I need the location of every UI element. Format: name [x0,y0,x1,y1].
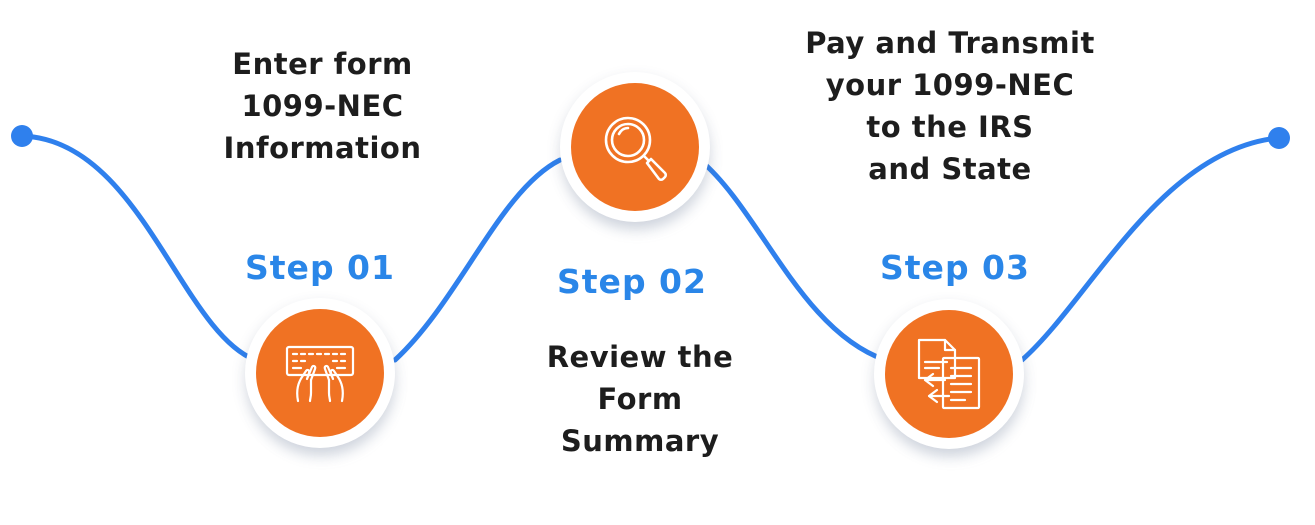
step-1-desc-line: 1099-NEC [241,89,404,123]
step-2-node [560,72,712,232]
step-3-desc-line: Pay and Transmit [805,26,1095,60]
step-3-node [874,299,1026,459]
node-disc [571,83,699,211]
step-3-desc-line: your 1099-NEC [825,68,1075,102]
step-2-label: Step 02 [557,262,707,301]
start-dot [11,125,33,147]
step-1-label: Step 01 [245,248,395,287]
step-1-description: Enter form 1099-NEC Information [200,43,445,169]
step-3-description: Pay and Transmit your 1099-NEC to the IR… [780,22,1120,190]
connector-line [19,133,1281,363]
step-3-desc-line: and State [868,152,1032,186]
step-2-description: Review the Form Summary [520,336,760,462]
magnifier-icon [604,116,668,182]
step-2-desc-line: Review the [546,340,734,374]
step-3-label: Step 03 [880,248,1030,287]
node-disc [256,309,384,437]
step-2-desc-line: Summary [560,424,720,458]
step-1-node [245,298,397,458]
end-dot [1268,127,1290,149]
step-3-desc-line: to the IRS [866,110,1034,144]
node-disc [885,310,1013,438]
step-2-desc-line: Form [597,382,683,416]
document-transfer-icon [917,338,981,410]
step-1-desc-line: Information [223,131,422,165]
keyboard-typing-icon [285,345,355,403]
step-1-desc-line: Enter form [232,47,413,81]
